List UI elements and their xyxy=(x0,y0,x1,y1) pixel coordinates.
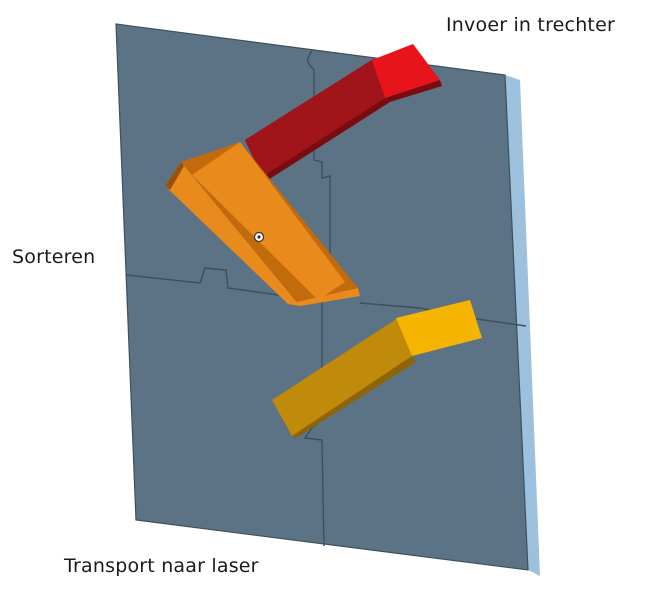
chute-middle-lip xyxy=(288,288,360,306)
chute-bottom xyxy=(272,300,482,438)
chute-middle-outer-wall xyxy=(165,162,300,306)
chute-middle-inner-wall xyxy=(192,142,345,300)
label-invoer-in-trechter: Invoer in trechter xyxy=(446,14,615,36)
chute-top-front-cap xyxy=(385,80,442,102)
chute-bottom-front xyxy=(396,300,482,356)
chute-bottom-body xyxy=(272,318,412,436)
chute-middle-rim xyxy=(165,162,184,190)
chute-top xyxy=(245,44,442,180)
chute-top-front xyxy=(372,44,440,98)
chute-top-body xyxy=(245,58,385,177)
pin-center xyxy=(257,235,261,239)
chute-bottom-side xyxy=(292,356,416,438)
chute-middle xyxy=(165,142,360,306)
seam-vertical-upper xyxy=(306,49,331,300)
label-sorteren: Sorteren xyxy=(12,246,96,268)
chute-top-bottom xyxy=(262,98,390,180)
seam-horizontal-left xyxy=(125,267,301,299)
label-transport-naar-laser: Transport naar laser xyxy=(64,555,259,577)
